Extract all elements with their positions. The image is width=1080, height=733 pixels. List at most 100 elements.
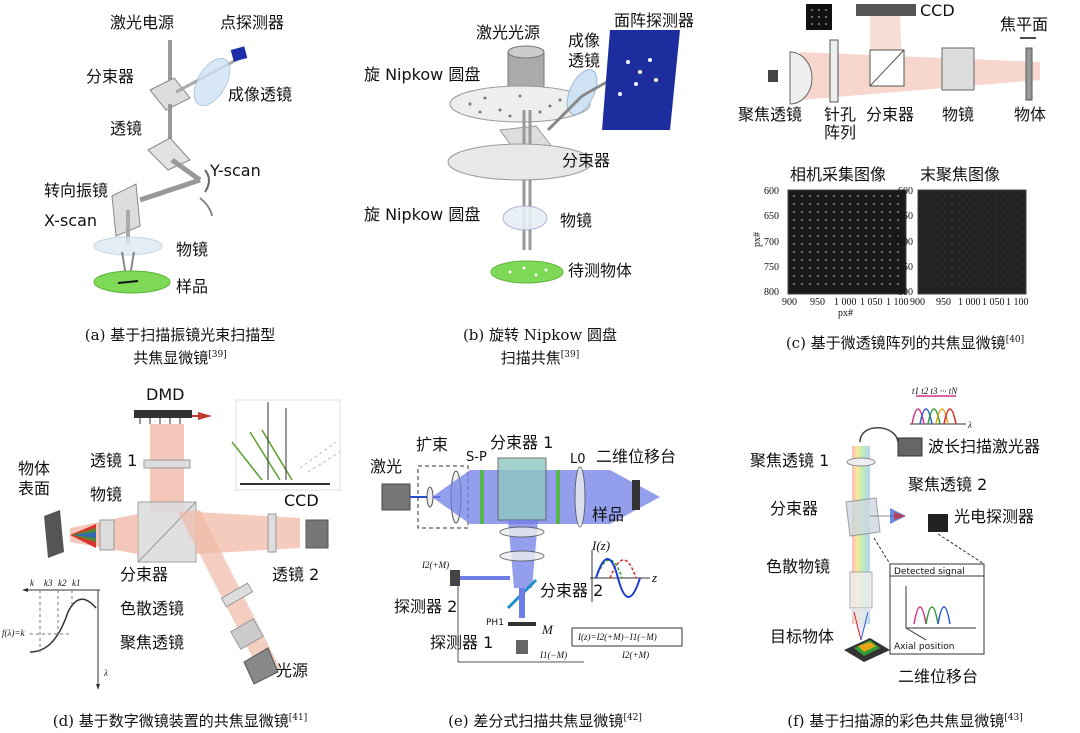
heatmap-dot <box>965 275 968 277</box>
heatmap-dot <box>896 202 900 206</box>
heatmap-dot <box>824 202 828 206</box>
heatmap-dot <box>808 282 812 286</box>
heatmap-dot <box>1002 283 1005 285</box>
heatmap-dot <box>832 226 836 230</box>
swept-laser-box <box>897 437 923 457</box>
heatmap-dot <box>888 218 892 222</box>
heatmap-dot <box>1016 259 1019 261</box>
heatmap-dot <box>922 267 924 269</box>
heatmap-dot <box>922 211 924 213</box>
label-l0: L0 <box>570 452 586 467</box>
heatmap-dot <box>880 258 884 262</box>
label-pinhole-1: 针孔 <box>824 105 857 124</box>
label-stage-f: 二维位移台 <box>898 667 979 686</box>
ccd-d <box>305 519 329 549</box>
heatmap-dot <box>936 251 939 253</box>
heatmap-dot <box>808 226 812 230</box>
heatmap-dot <box>922 243 924 245</box>
label-imaging-lens-b2: 透镜 <box>568 51 601 70</box>
label-light-source: 光源 <box>276 661 309 680</box>
nipkow-disk-top <box>449 85 591 123</box>
heatmap-dot <box>973 243 976 245</box>
heatmap-dot <box>958 283 961 285</box>
label-beam-splitter-d: 分束器 <box>120 565 169 584</box>
heatmap-dot <box>864 210 868 214</box>
nipkow-disk-bottom <box>447 143 593 181</box>
heatmap-dot <box>1016 275 1019 277</box>
x-tick: 1 000 <box>834 297 857 308</box>
label-objective-a: 物镜 <box>176 240 209 259</box>
heatmap-dot <box>951 203 954 205</box>
label-sample-e: 样品 <box>592 505 625 524</box>
heatmap-dot <box>958 259 961 261</box>
heatmap-dot <box>864 250 868 254</box>
y-tick: 650 <box>898 211 913 222</box>
heatmap-dot <box>832 234 836 238</box>
heatmap-dot <box>980 267 983 269</box>
heatmap-dot <box>965 227 968 229</box>
heatmap-dot <box>824 282 828 286</box>
heatmap-dot <box>880 202 884 206</box>
label-objective-c: 物镜 <box>942 105 975 124</box>
heatmap-dot <box>880 218 884 222</box>
label-ph1: PH1 <box>486 618 504 628</box>
label-dmd: DMD <box>146 385 185 404</box>
heatmap-dot <box>856 234 860 238</box>
heatmap-dot <box>848 250 852 254</box>
label-i2-plus-m-bottom: I2(+M) <box>622 650 650 660</box>
heatmap-dot <box>1002 227 1005 229</box>
heatmap-dot <box>848 210 852 214</box>
heatmap-dot <box>896 242 900 246</box>
heatmap-dot <box>808 194 812 198</box>
heatmap-dot <box>995 259 997 261</box>
heatmap-dot <box>965 203 968 205</box>
label-defocus-image: 末聚焦图像 <box>920 165 1001 184</box>
heatmap-dot <box>995 275 997 277</box>
heatmap-dot <box>864 258 868 262</box>
panel-c-diagram <box>768 4 1040 295</box>
label-point-detector: 点探测器 <box>220 13 285 32</box>
heatmap-dot <box>929 195 932 197</box>
heatmap-dot <box>832 218 836 222</box>
caption-a: (a) 基于扫描振镜光束扫描型 共焦显微镜[39] <box>84 326 276 367</box>
heatmap-dot <box>951 227 954 229</box>
heatmap-dot <box>856 226 860 230</box>
heatmap-dot <box>816 274 820 278</box>
heatmap-dot <box>936 275 939 277</box>
heatmap-dot <box>792 258 796 262</box>
heatmap-dot <box>951 211 954 213</box>
heatmap-dot <box>880 210 884 214</box>
heatmap-dot <box>1002 267 1005 269</box>
heatmap-dot <box>848 274 852 278</box>
heatmap-dot <box>872 202 876 206</box>
heatmap-dot <box>995 219 997 221</box>
label-y-scan: Y-scan <box>210 161 261 180</box>
heatmap-dot <box>995 211 997 213</box>
heatmap-dot <box>987 259 990 261</box>
heatmap-dot <box>856 274 860 278</box>
heatmap-axis-label-bottom: px# <box>838 308 853 319</box>
heatmap-dot <box>965 251 968 253</box>
heatmap-dot <box>888 282 892 286</box>
heatmap-dot <box>888 194 892 198</box>
heatmap-dot <box>958 235 961 237</box>
heatmap-dot <box>880 234 884 238</box>
label-object-surface-1: 物体 <box>18 459 51 478</box>
heatmap-dot <box>929 283 932 285</box>
label-object-surface-2: 表面 <box>18 479 51 498</box>
stage-e <box>632 480 640 510</box>
heatmap-dot <box>792 202 796 206</box>
x-tick: 1 100 <box>1006 297 1029 308</box>
label-k2: k2 <box>58 578 67 588</box>
heatmap-dot <box>792 218 796 222</box>
heatmap-dot <box>888 226 892 230</box>
heatmap-dot <box>800 258 804 262</box>
heatmap-dot <box>1016 203 1019 205</box>
heatmap-dot <box>929 275 932 277</box>
heatmap-dot <box>832 266 836 270</box>
heatmap-dot <box>824 250 828 254</box>
heatmap-dot <box>824 234 828 238</box>
heatmap-dot <box>856 282 860 286</box>
heatmap-dot <box>872 210 876 214</box>
label-photodetector: 光电探测器 <box>954 507 1035 526</box>
